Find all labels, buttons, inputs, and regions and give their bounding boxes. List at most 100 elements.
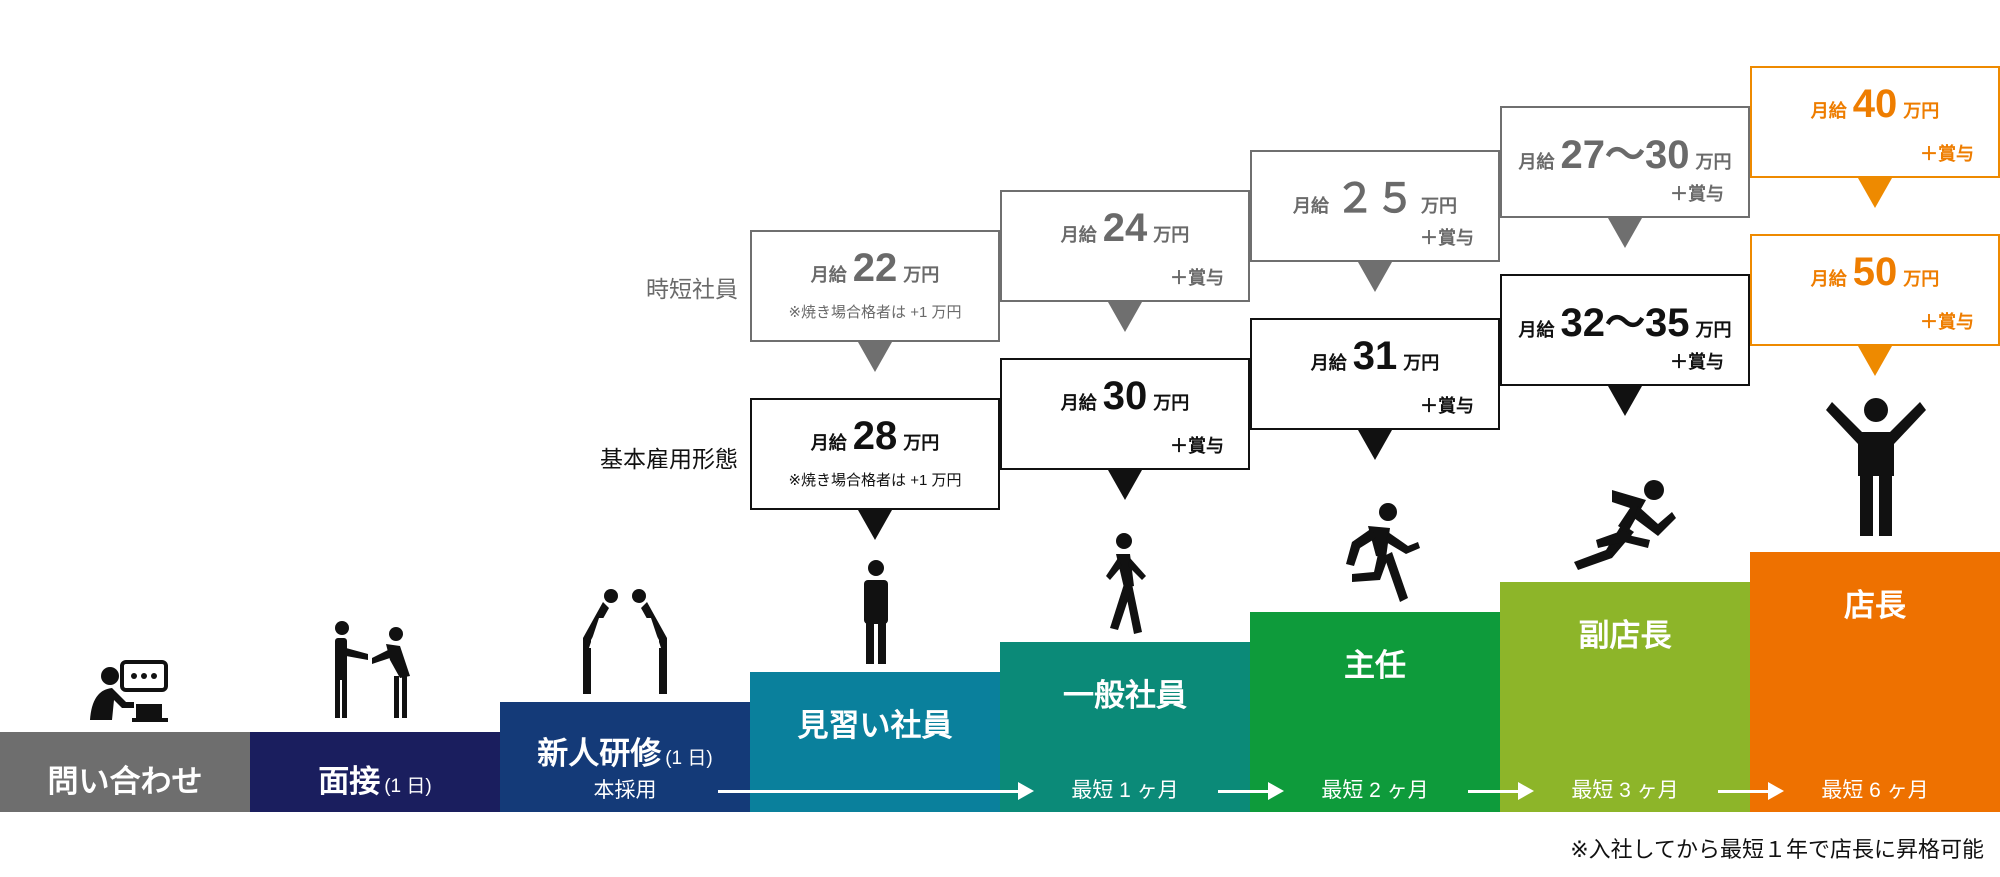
sprinting-person-icon bbox=[1574, 480, 1676, 570]
salary-value: 30 bbox=[1102, 374, 1148, 418]
salary-bonus: ＋賞与 bbox=[1170, 268, 1224, 288]
salary-label: 月給 bbox=[1310, 353, 1347, 373]
consultation-icon bbox=[90, 660, 168, 722]
salary-value: 24 bbox=[1102, 206, 1148, 250]
salary-unit: 万円 bbox=[1903, 269, 1940, 289]
step-title: 新人研修 bbox=[537, 736, 662, 771]
salary-box-short-chief: 月給 ２５ 万円 ＋賞与 bbox=[1250, 150, 1500, 262]
bowing-icon bbox=[583, 589, 667, 694]
progress-arrow bbox=[718, 782, 1034, 800]
salary-unit: 万円 bbox=[903, 265, 940, 285]
salary-label: 月給 bbox=[810, 265, 847, 285]
pointer-triangle bbox=[1358, 262, 1392, 292]
salary-value: 32～35 bbox=[1560, 301, 1690, 345]
walking-person-icon bbox=[1106, 533, 1146, 634]
salary-label: 月給 bbox=[1518, 320, 1555, 340]
salary-unit: 万円 bbox=[1421, 196, 1457, 216]
step-title: 一般社員 bbox=[1063, 678, 1187, 713]
pointer-triangle bbox=[1358, 430, 1392, 460]
pointer-triangle bbox=[1608, 386, 1642, 416]
salary-value: 27～30 bbox=[1560, 133, 1690, 177]
salary-bonus: ＋賞与 bbox=[1670, 352, 1724, 372]
salary-value: 50 bbox=[1852, 250, 1898, 294]
step-title-wrap: 面接(1 日) bbox=[250, 756, 500, 801]
step-chief: 主任 最短 2 ヶ月 bbox=[1250, 612, 1500, 812]
salary-value: 31 bbox=[1352, 334, 1398, 378]
step-store-manager: 店長 最短 6 ヶ月 bbox=[1750, 552, 2000, 812]
salary-label: 月給 bbox=[1293, 196, 1329, 216]
pointer-triangle bbox=[858, 342, 892, 372]
step-title: 見習い社員 bbox=[797, 708, 953, 743]
salary-unit: 万円 bbox=[1403, 353, 1440, 373]
salary-label: 月給 bbox=[1518, 152, 1555, 172]
salary-label: 月給 bbox=[1060, 225, 1097, 245]
salary-label: 月給 bbox=[1810, 101, 1847, 121]
step-inquiry: 問い合わせ bbox=[0, 732, 250, 812]
pointer-triangle bbox=[1108, 470, 1142, 500]
salary-line: 月給 ２５ 万円 bbox=[1252, 166, 1498, 224]
salary-bonus: ＋賞与 bbox=[1420, 228, 1474, 248]
step-title-wrap: 新人研修(1 日) bbox=[500, 728, 750, 773]
salary-bonus: ＋賞与 bbox=[1920, 312, 1974, 332]
salary-value: ２５ bbox=[1335, 177, 1415, 221]
step-duration: (1 日) bbox=[384, 776, 432, 797]
progress-arrow bbox=[1468, 782, 1534, 800]
pointer-triangle bbox=[858, 510, 892, 540]
salary-unit: 万円 bbox=[1695, 320, 1732, 340]
step-deputy-manager: 副店長 最短 3 ヶ月 bbox=[1500, 582, 1750, 812]
pointer-triangle bbox=[1108, 302, 1142, 332]
salary-value: 22 bbox=[852, 246, 898, 290]
salary-unit: 万円 bbox=[1153, 393, 1190, 413]
step-sub: 最短 3 ヶ月 bbox=[1571, 779, 1679, 802]
step-sub: 最短 1 ヶ月 bbox=[1071, 779, 1179, 802]
salary-label: 月給 bbox=[1060, 393, 1097, 413]
step-sub: 最短 2 ヶ月 bbox=[1321, 779, 1429, 802]
salary-label: 月給 bbox=[810, 433, 847, 453]
row-label-short-time: 時短社員 bbox=[646, 276, 738, 302]
running-person-icon bbox=[1346, 503, 1420, 602]
pointer-triangle bbox=[1858, 346, 1892, 376]
step-title: 面接 bbox=[318, 764, 381, 799]
salary-bonus: ＋賞与 bbox=[1670, 184, 1724, 204]
salary-value: 40 bbox=[1852, 82, 1898, 126]
salary-unit: 万円 bbox=[903, 433, 940, 453]
step-general-staff: 一般社員 最短 1 ヶ月 bbox=[1000, 642, 1250, 812]
progress-arrow bbox=[1718, 782, 1784, 800]
step-sub: 最短 6 ヶ月 bbox=[1821, 779, 1929, 802]
salary-bonus: ＋賞与 bbox=[1420, 396, 1474, 416]
step-title: 副店長 bbox=[1578, 618, 1672, 653]
salary-bonus: ＋賞与 bbox=[1170, 436, 1224, 456]
step-sub: 本採用 bbox=[593, 779, 657, 802]
salary-label: 月給 bbox=[1810, 269, 1847, 289]
handshake-icon bbox=[335, 621, 410, 718]
step-training: 新人研修(1 日) 本採用 bbox=[500, 702, 750, 812]
salary-unit: 万円 bbox=[1695, 152, 1732, 172]
standing-person-icon bbox=[864, 560, 888, 664]
step-title: 問い合わせ bbox=[47, 764, 203, 799]
salary-unit: 万円 bbox=[1153, 225, 1190, 245]
salary-bonus: ＋賞与 bbox=[1920, 144, 1974, 164]
salary-note: ※焼き場合格者は +1 万円 bbox=[788, 304, 962, 321]
step-title: 店長 bbox=[1844, 588, 1906, 623]
pointer-triangle bbox=[1858, 178, 1892, 208]
step-duration: (1 日) bbox=[665, 748, 713, 769]
step-title: 主任 bbox=[1344, 648, 1406, 683]
footnote: ※入社してから最短１年で店長に昇格可能 bbox=[1570, 837, 1984, 862]
pointer-triangle bbox=[1608, 218, 1642, 248]
celebrating-person-icon bbox=[1826, 398, 1926, 536]
